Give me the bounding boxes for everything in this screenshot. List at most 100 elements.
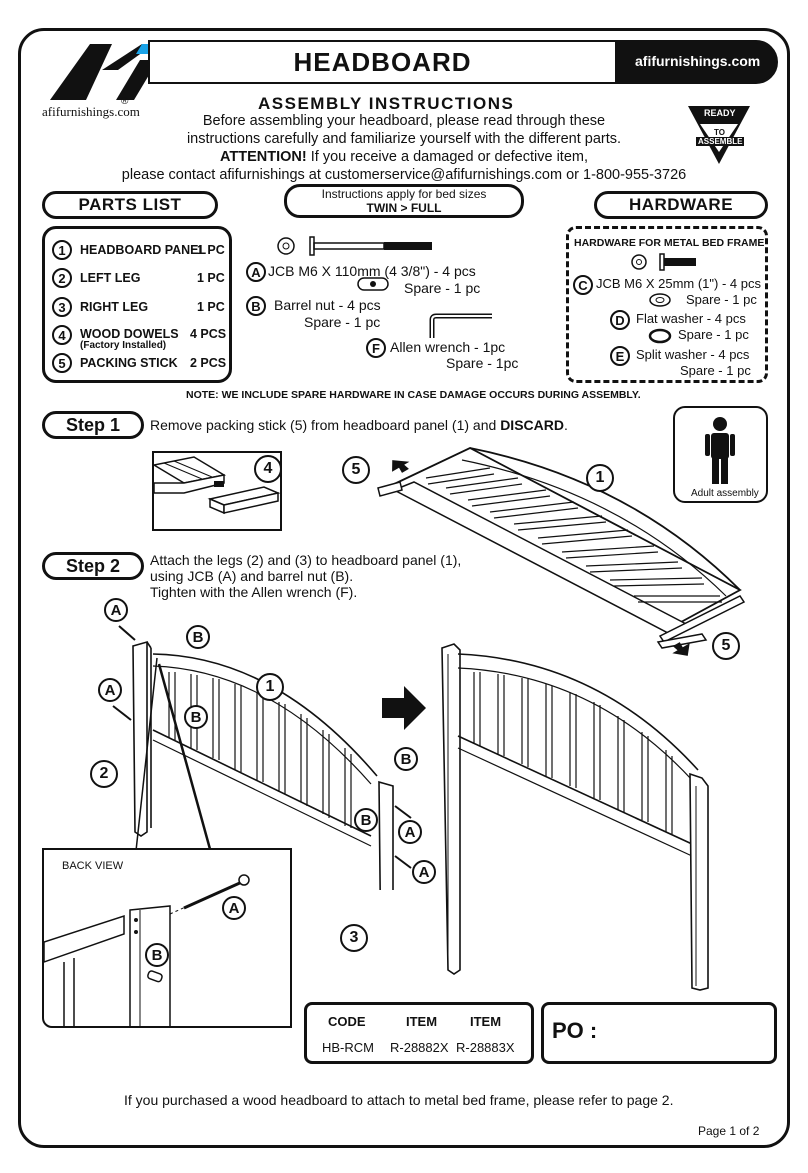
right-arrow-icon xyxy=(382,686,426,730)
adult-label: Adult assembly xyxy=(691,488,759,499)
bed-sizes-box: Instructions apply for bed sizes TWIN > … xyxy=(284,184,524,218)
part-num-3: 3 xyxy=(52,297,72,317)
barrel-nut-icon xyxy=(357,277,389,291)
callout-b-back: B xyxy=(145,943,169,967)
adult-assembly-badge: Adult assembly xyxy=(673,406,768,503)
parts-list-box xyxy=(42,226,232,383)
back-view-label: BACK VIEW xyxy=(62,860,124,872)
part-num-5: 5 xyxy=(52,353,72,373)
intro-text: Before assembling your headboard, please… xyxy=(100,112,708,184)
item-header-1: ITEM xyxy=(406,1014,438,1029)
callout-a-back: A xyxy=(222,896,246,920)
step-2-line-3: Tighten with the Allen wrench (F). xyxy=(150,584,358,600)
callout-5-bottom: 5 xyxy=(712,632,740,660)
po-box xyxy=(541,1002,777,1064)
title-box: HEADBOARD xyxy=(150,42,615,82)
dowel-detail-inset xyxy=(152,451,282,531)
code-value: HB-RCM xyxy=(322,1040,374,1055)
hw-c-text: JCB M6 X 25mm (1") - 4 pcs xyxy=(596,276,761,291)
logo-site: afifurnishings.com xyxy=(42,104,140,119)
headboard-panel-flat-drawing xyxy=(377,446,746,656)
part-qty-1: 1 PC xyxy=(197,243,225,257)
sizes-line-2: TWIN > FULL xyxy=(366,201,442,215)
back-view-drawing xyxy=(44,874,250,1026)
banner-site: afifurnishings.com xyxy=(635,53,761,69)
callout-4: 4 xyxy=(254,455,282,483)
hw-d-text: Flat washer - 4 pcs xyxy=(636,311,746,326)
callout-a-4: A xyxy=(412,860,436,884)
attention-label: ATTENTION! xyxy=(219,149,307,165)
callout-1-step2: 1 xyxy=(256,673,284,701)
part-num-2: 2 xyxy=(52,268,72,288)
step-1-text: Step 1 xyxy=(65,414,121,435)
hardware-title: HARDWARE xyxy=(628,195,734,214)
step-1-pre: Remove packing stick (5) from headboard … xyxy=(150,417,501,433)
headboard-assembly-drawing xyxy=(112,625,412,890)
hw-a-spare: Spare - 1 pc xyxy=(404,280,481,296)
hardware-header: HARDWARE xyxy=(594,191,768,219)
part-num-4: 4 xyxy=(52,325,72,345)
hw-b-spare: Spare - 1 pc xyxy=(304,314,381,330)
bolt-c-icon xyxy=(631,253,696,271)
step-2-line-1: Attach the legs (2) and (3) to headboard… xyxy=(150,552,462,568)
step-2-label: Step 2 xyxy=(42,552,144,580)
part-sub-4: (Factory Installed) xyxy=(80,340,167,351)
part-qty-2: 1 PC xyxy=(197,271,225,285)
intro-line-4: please contact afifurnishings at custome… xyxy=(121,167,687,183)
step-1-post: . xyxy=(563,417,568,433)
hw-f-text: Allen wrench - 1pc xyxy=(390,339,506,355)
callout-5-top: 5 xyxy=(342,456,370,484)
po-label: PO : xyxy=(552,1018,598,1043)
part-name-1: HEADBOARD PANEL xyxy=(80,243,207,257)
item-value-2: R-28883X xyxy=(456,1040,515,1055)
step-1-instruction: Remove packing stick (5) from headboard … xyxy=(150,417,568,433)
hw-e-text: Split washer - 4 pcs xyxy=(636,347,750,362)
intro-line-2: instructions carefully and familiarize y… xyxy=(186,131,622,147)
bolt-a-icon xyxy=(277,236,432,256)
allen-wrench-icon xyxy=(429,313,492,338)
assembled-headboard-drawing xyxy=(441,643,709,991)
split-washer-icon xyxy=(648,328,672,344)
hw-letter-f: F xyxy=(366,338,386,358)
back-view-inset: BACK VIEW xyxy=(42,848,292,1028)
hw-letter-d: D xyxy=(610,310,630,330)
part-name-3: RIGHT LEG xyxy=(80,300,149,314)
hw-d-spare: Spare - 1 pc xyxy=(678,327,749,342)
metal-title: HARDWARE FOR METAL BED FRAME xyxy=(574,237,765,249)
callout-a-2: A xyxy=(98,678,122,702)
callout-3: 3 xyxy=(340,924,368,952)
callout-b-4: B xyxy=(354,808,378,832)
part-qty-5: 2 PCS xyxy=(190,356,227,370)
metal-frame-hardware-box xyxy=(566,226,768,383)
part-name-4: WOOD DOWELS xyxy=(80,327,179,341)
item-value-1: R-28882X xyxy=(390,1040,449,1055)
afi-logo-icon xyxy=(50,44,160,100)
page-title: HEADBOARD xyxy=(293,46,472,77)
callout-b-3: B xyxy=(394,747,418,771)
badge-top: READY xyxy=(704,108,736,118)
hw-letter-a: A xyxy=(246,262,266,282)
step-1-label: Step 1 xyxy=(42,411,144,439)
part-name-5: PACKING STICK xyxy=(80,356,178,370)
code-table xyxy=(304,1002,534,1064)
part-qty-4: 4 PCS xyxy=(190,327,227,341)
footer-note: If you purchased a wood headboard to att… xyxy=(124,1092,674,1108)
page-number: Page 1 of 2 xyxy=(698,1124,760,1138)
spare-note: NOTE: WE INCLUDE SPARE HARDWARE IN CASE … xyxy=(186,389,641,401)
callout-1-step1: 1 xyxy=(586,464,614,492)
step-2-line-2: using JCB (A) and barrel nut (B). xyxy=(150,568,354,584)
part-num-1: 1 xyxy=(52,240,72,260)
intro-line-3: ATTENTION! If you receive a damaged or d… xyxy=(100,148,708,166)
afi-logo xyxy=(42,40,162,102)
hw-letter-c: C xyxy=(573,275,593,295)
parts-list-title: PARTS LIST xyxy=(78,195,182,214)
hw-letter-b: B xyxy=(246,296,266,316)
badge-bottom: ASSEMBLE xyxy=(696,137,745,146)
sizes-line-1: Instructions apply for bed sizes xyxy=(321,187,487,201)
hw-b-text: Barrel nut - 4 pcs xyxy=(274,297,381,313)
attention-text: If you receive a damaged or defective it… xyxy=(306,149,588,165)
callout-a-3: A xyxy=(398,820,422,844)
hw-e-spare: Spare - 1 pc xyxy=(680,363,751,378)
callout-a-1: A xyxy=(104,598,128,622)
step-2-instruction: Attach the legs (2) and (3) to headboard… xyxy=(150,552,461,600)
